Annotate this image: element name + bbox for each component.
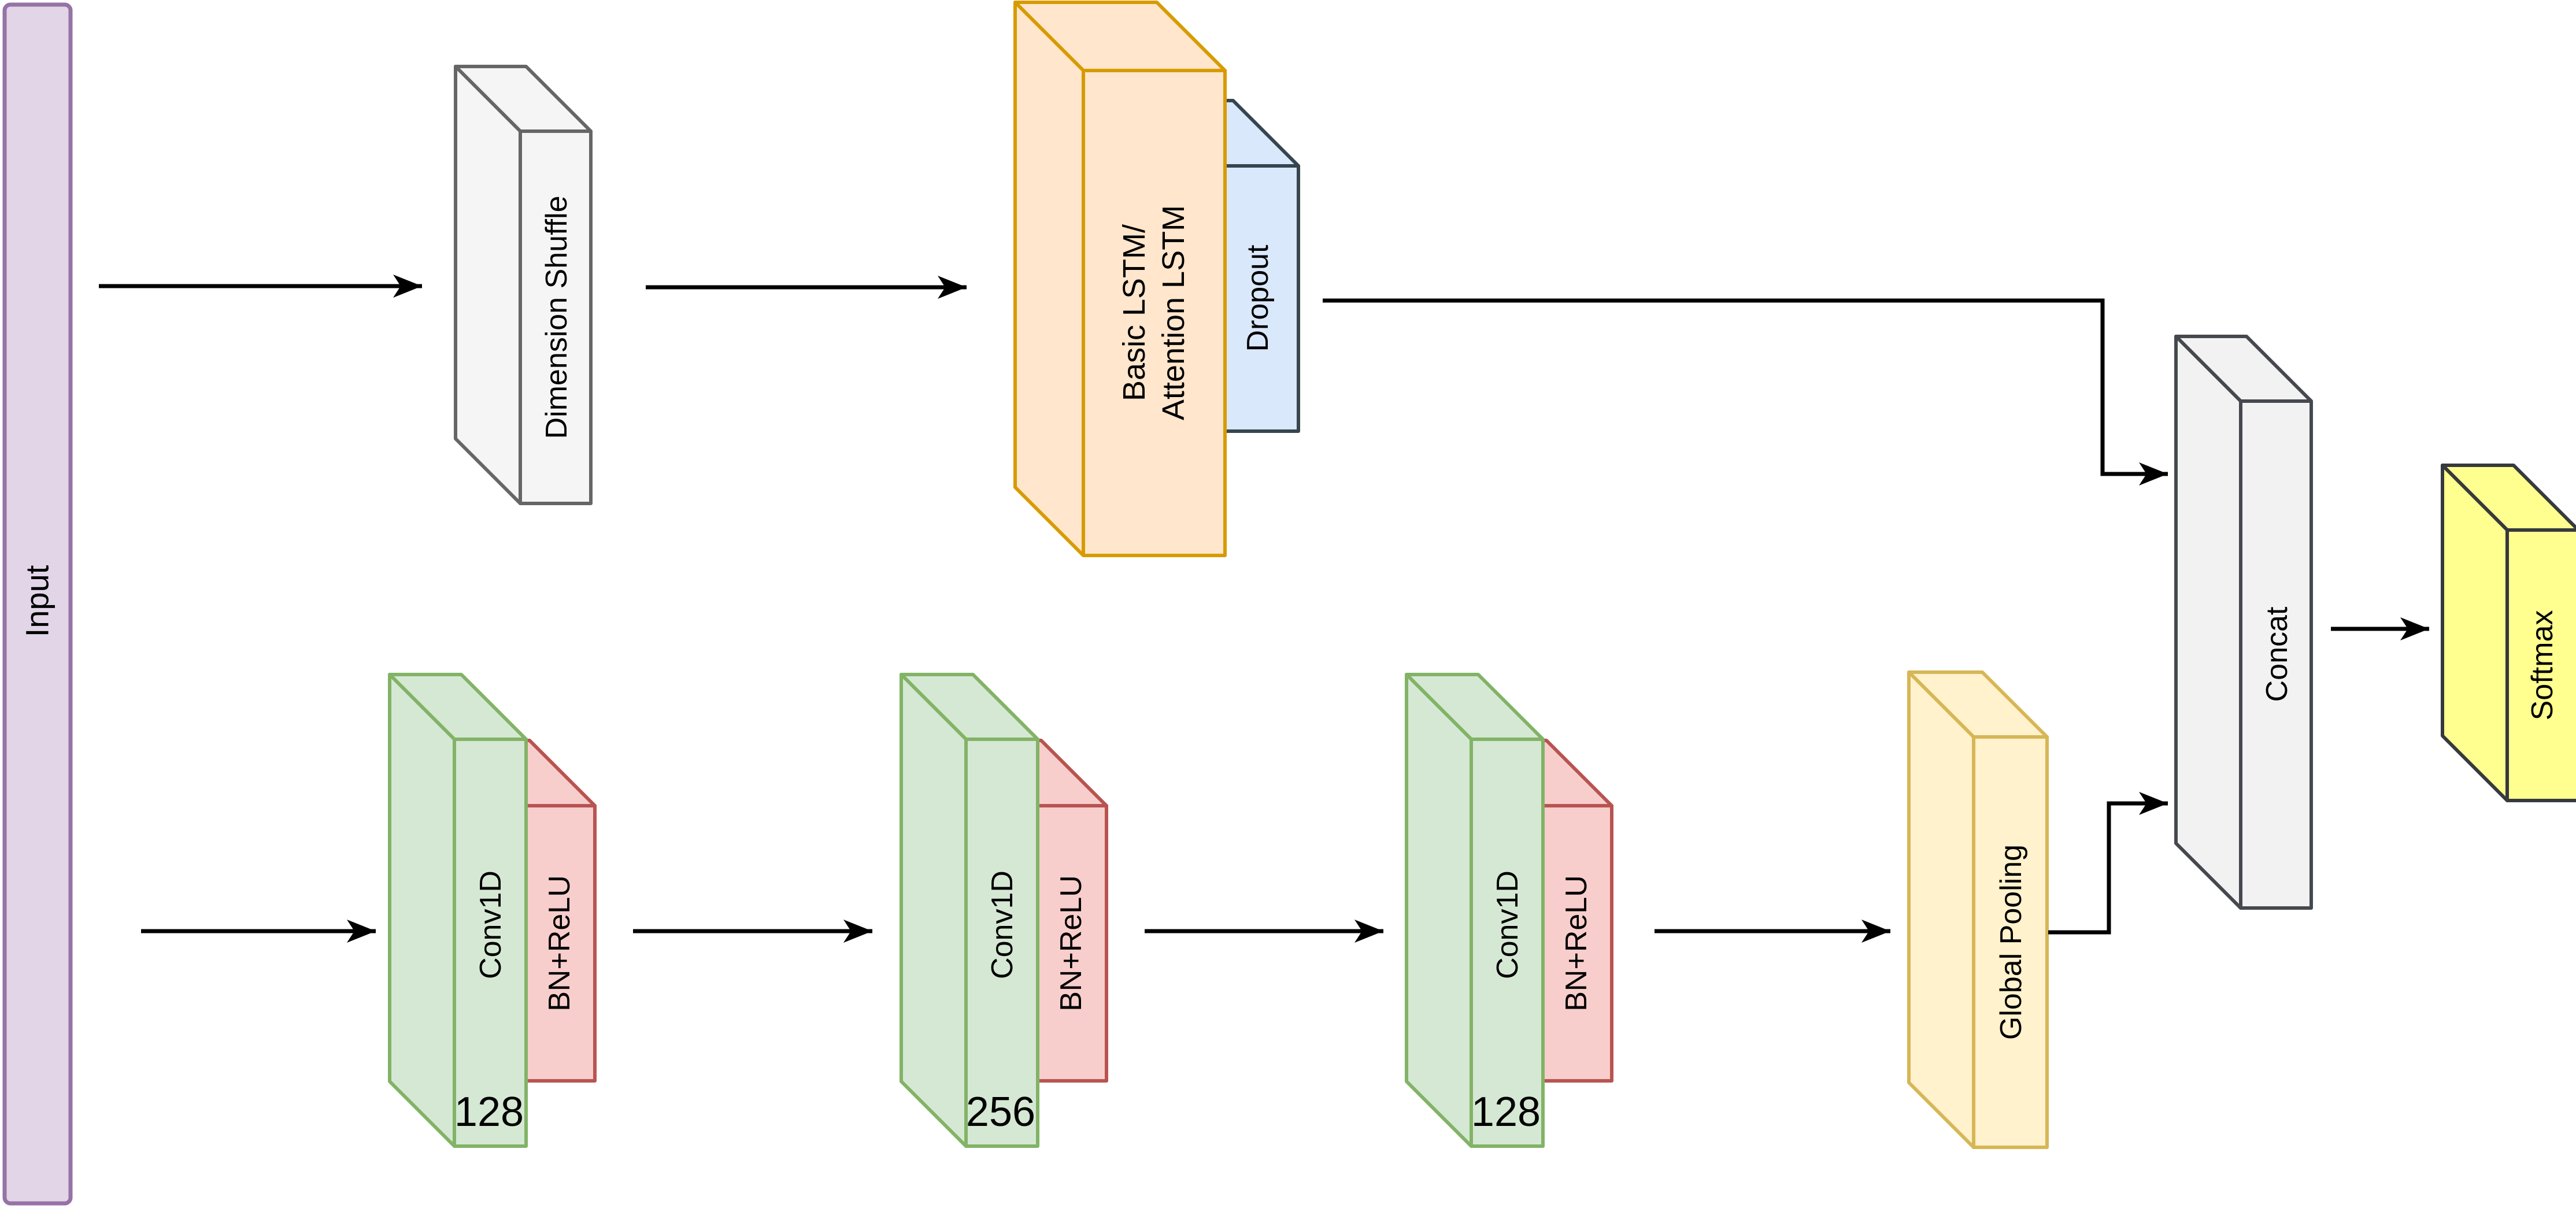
dropout-label: Dropout: [1241, 244, 1275, 352]
conv1-side-face: [388, 673, 456, 1148]
conv3-front-face: [1470, 738, 1545, 1148]
softmax-label: Softmax: [2526, 610, 2559, 721]
conv1d-node-2: Conv1D 256: [900, 673, 1039, 1148]
lstm-label-line1: Basic LSTM/: [1117, 224, 1152, 401]
conv2-label: Conv1D: [986, 870, 1019, 979]
conv1d-node-3: Conv1D 128: [1405, 673, 1545, 1148]
concat-node: Concat: [2174, 335, 2313, 910]
concat-side-face: [2174, 335, 2242, 910]
dimension-shuffle-node: Dimension Shuffle: [454, 65, 593, 505]
input-label: Input: [19, 565, 55, 637]
input-bar: [2, 2, 73, 1206]
global-pooling-node: Global Pooling: [1907, 670, 2049, 1149]
bn2-label: BN+ReLU: [1054, 875, 1088, 1011]
conv2-filters: 256: [966, 1089, 1035, 1135]
dimension-shuffle-side-face: [454, 65, 522, 505]
lstm-front-face: [1082, 69, 1227, 557]
lstm-label-line2: Attention LSTM: [1156, 205, 1191, 420]
conv2-front-face: [964, 738, 1039, 1148]
concat-front-face: [2239, 399, 2313, 910]
lstm-side-face: [1013, 1, 1085, 557]
pooling-side-face: [1907, 670, 1975, 1149]
conv3-label: Conv1D: [1491, 870, 1524, 979]
lstm-node: Basic LSTM/ Attention LSTM: [1013, 1, 1227, 557]
pooling-label: Global Pooling: [1994, 844, 2028, 1040]
conv2-side-face: [900, 673, 968, 1148]
softmax-front-face: [2505, 528, 2576, 802]
edge-lstm-to-concat: [1323, 298, 2168, 486]
pooling-front-face: [1972, 735, 2049, 1149]
bn3-label: BN+ReLU: [1560, 875, 1593, 1011]
conv3-filters: 128: [1471, 1089, 1541, 1135]
bn1-label: BN+ReLU: [543, 875, 576, 1011]
connectors: [99, 275, 2429, 943]
dimension-shuffle-front-face: [519, 129, 593, 505]
softmax-node: Softmax: [2441, 464, 2576, 802]
conv1-front-face: [453, 738, 528, 1148]
conv1d-node-1: Conv1D 128: [388, 673, 528, 1148]
dimension-shuffle-label: Dimension Shuffle: [540, 195, 573, 439]
conv3-side-face: [1405, 673, 1473, 1148]
conv1-filters: 128: [454, 1089, 524, 1135]
input-node: Input: [2, 2, 73, 1206]
concat-label: Concat: [2260, 606, 2294, 702]
edge-pooling-to-concat: [2048, 792, 2168, 935]
conv1-label: Conv1D: [474, 870, 508, 979]
